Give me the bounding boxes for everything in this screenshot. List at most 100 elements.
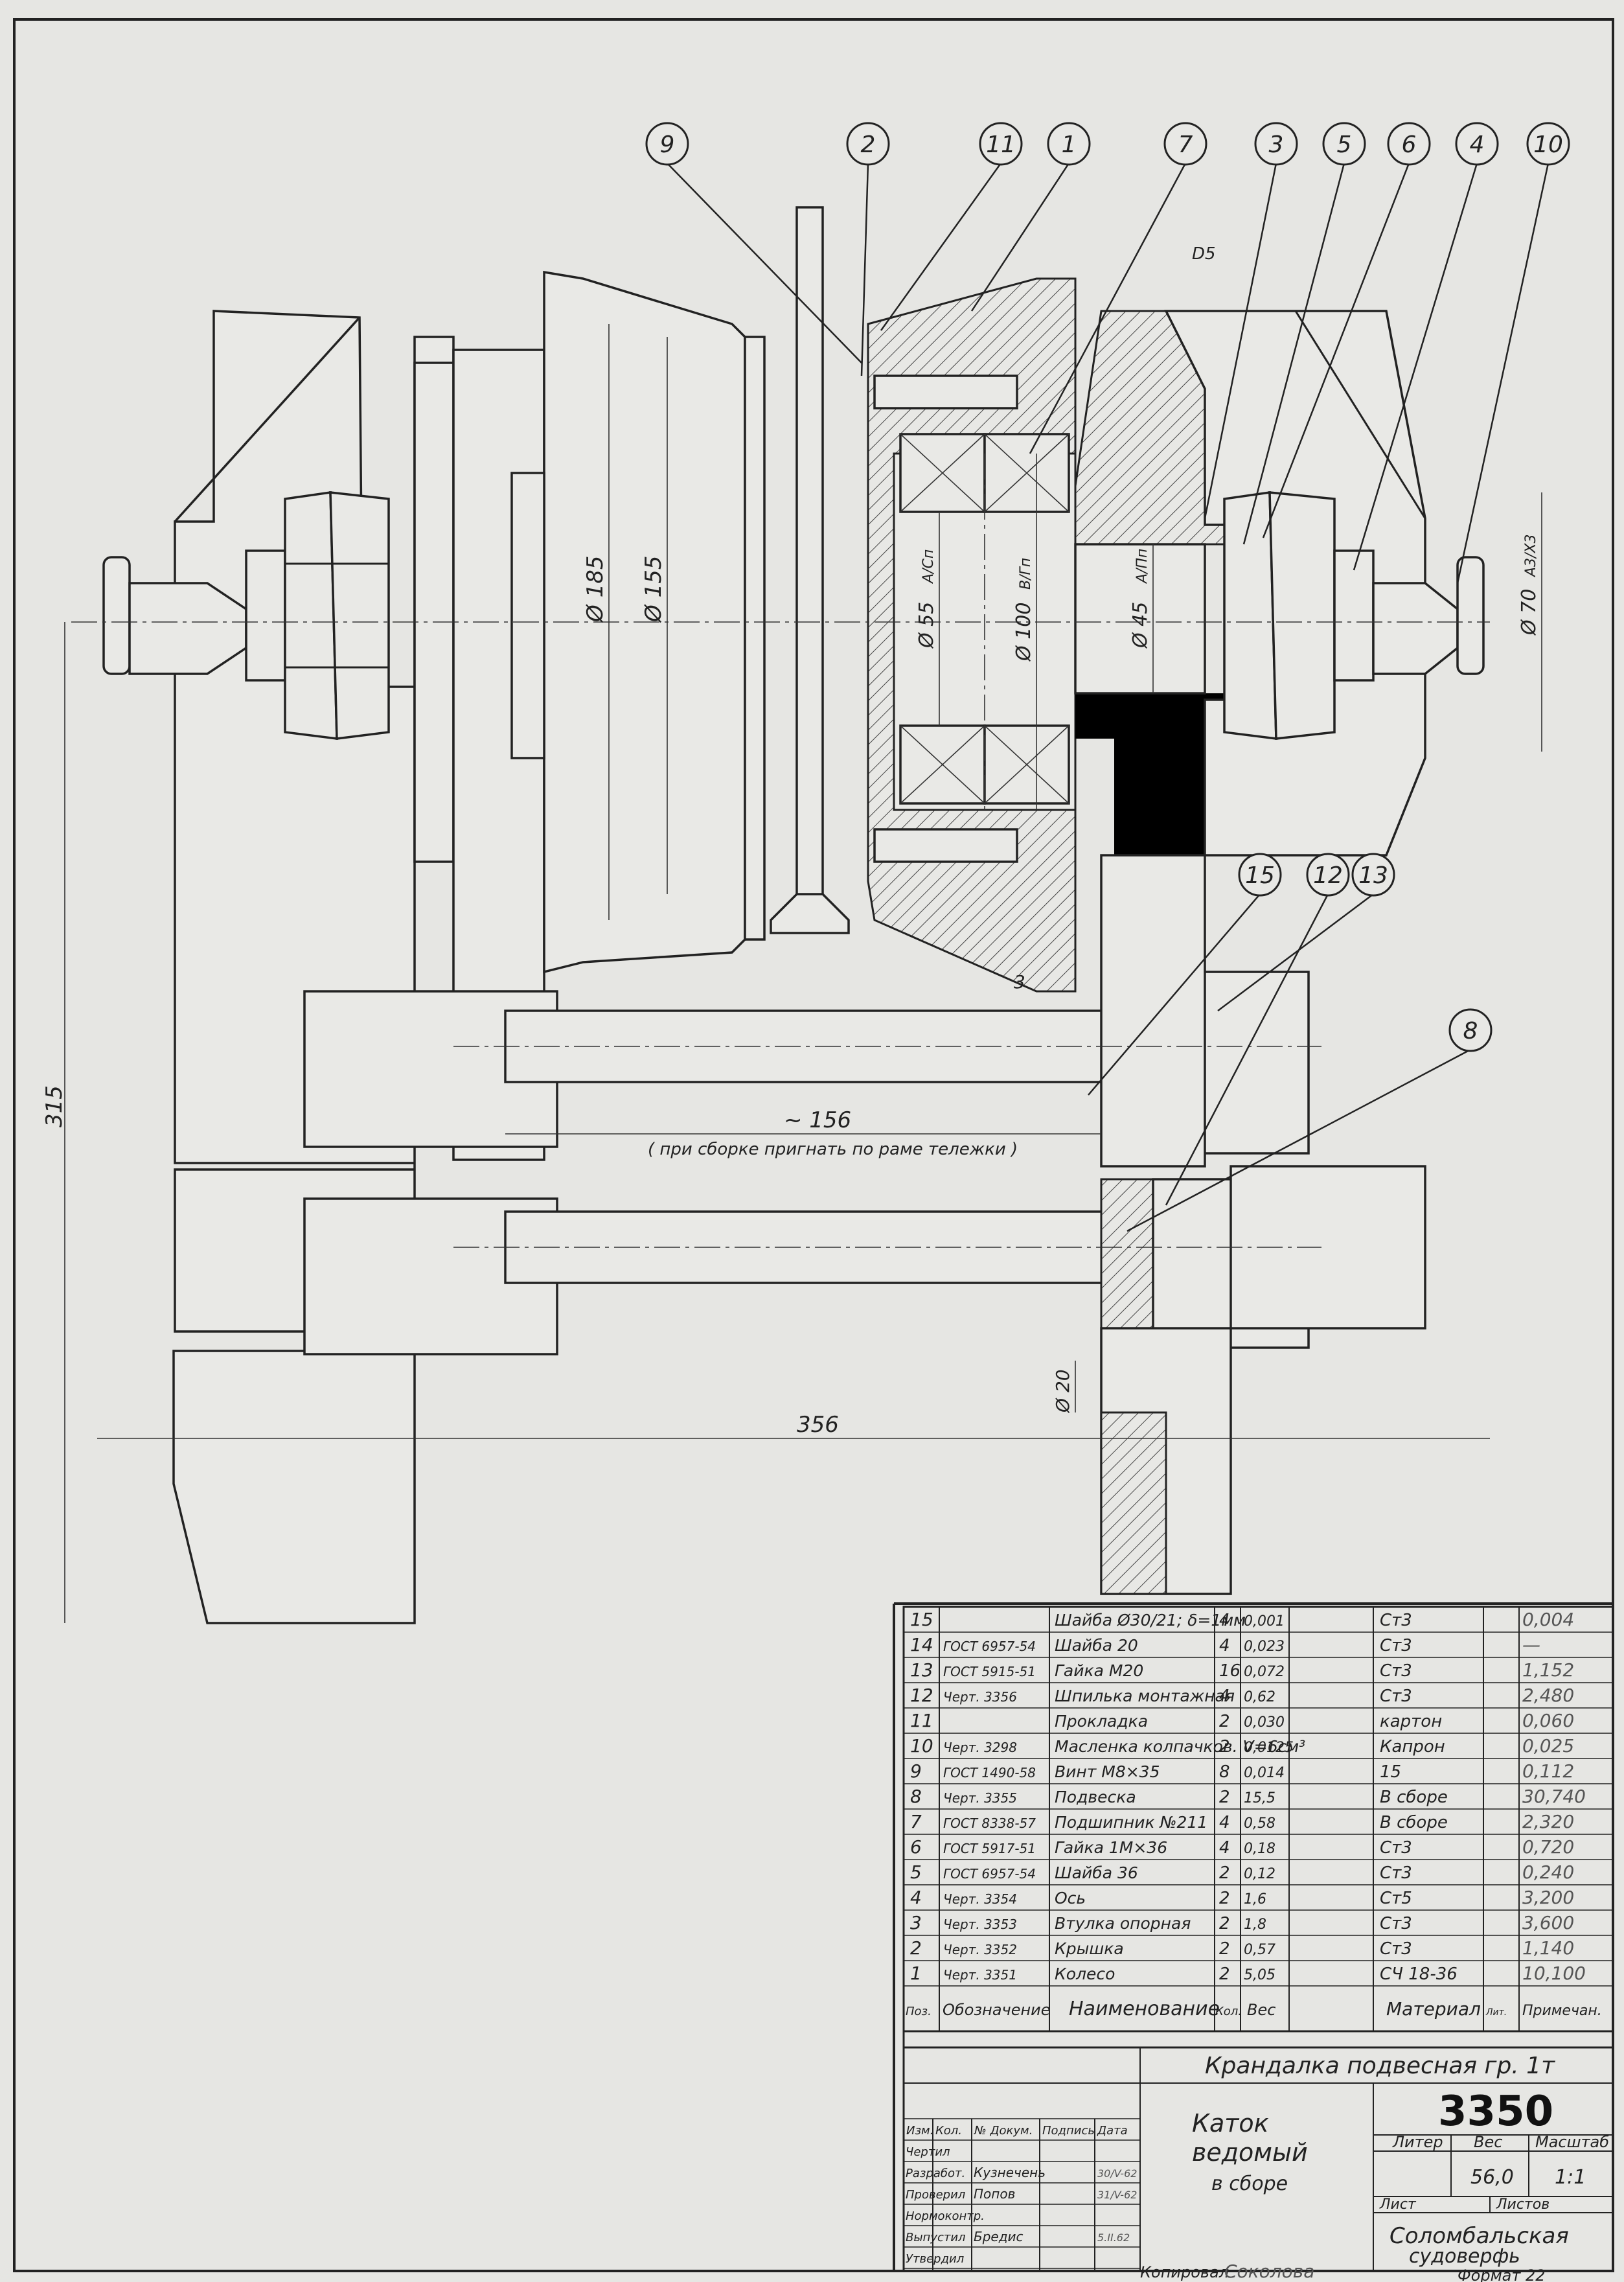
bom-designation: Черт. 3351 [943,1967,1017,1983]
bom-header: Поз. [906,2005,932,2018]
bom-note: 2,480 [1522,1685,1574,1706]
tb-role: Нормоконтр. [906,2209,985,2223]
bom-designation: Черт. 3356 [943,1689,1017,1705]
bom-pos: 1 [910,1963,922,1984]
leader-line [1029,163,1187,454]
bom-note: 30,740 [1522,1786,1586,1807]
left-oiler [102,556,131,675]
bom-weight: 0,58 [1244,1815,1275,1832]
bom-designation: Черт. 3353 [943,1917,1017,1932]
dim-315: 315 [41,1085,67,1127]
bom-name: Гайка М20 [1055,1661,1143,1680]
bom-pos: 14 [910,1634,933,1655]
bom-pos: 13 [910,1659,933,1681]
weight-value: 56,0 [1470,2166,1514,2189]
leader-line [1127,1048,1471,1232]
bom-material: Ст3 [1380,1914,1412,1933]
bom-designation: ГОСТ 6957-54 [943,1639,1036,1654]
bom-weight: 0,18 [1244,1841,1275,1857]
tb-role: Разработ. [906,2167,965,2180]
bom-name: Ось [1055,1889,1086,1907]
bom-qty: 4 [1219,1838,1230,1858]
bom-header: Примечан. [1522,2003,1602,2019]
tb-col-head: № Докум. [974,2124,1033,2138]
dim-d20: Ø 20 [1052,1369,1073,1413]
bom-pos: 11 [910,1710,933,1731]
balloon-label: 5 [1337,132,1352,158]
bom-qty: 8 [1219,1762,1230,1782]
leader-line [1262,163,1410,538]
dim-d100-fit: B/Гп [1018,558,1034,590]
tb-role: Утвердил [906,2252,964,2266]
leader-line [880,163,1002,331]
balloon-label: 12 [1313,862,1343,889]
tb-date: 31/V-62 [1097,2189,1137,2201]
bom-qty: 2 [1219,1914,1230,1933]
balloon-6 [1387,122,1431,166]
tb-col-head: Изм. [906,2124,933,2138]
bom-note: 0,025 [1522,1735,1574,1757]
sheet-label: Лист [1379,2196,1417,2213]
balloon-3 [1254,122,1298,166]
tb-role: Выпустил [906,2231,966,2244]
bom-material: Ст3 [1380,1636,1412,1655]
bom-name: Подшипник №211 [1055,1813,1207,1832]
right-nut-2 [1268,491,1336,740]
tb-role: Проверил [906,2188,965,2202]
bom-weight: 15,5 [1244,1790,1275,1806]
copied-label: Копировал [1140,2263,1229,2281]
dim-d155: Ø 155 [641,556,667,623]
scale-value: 1:1 [1555,2166,1586,2189]
bom-header: Материал [1386,1998,1481,2020]
balloon-4 [1455,122,1499,166]
bom-note: 2,320 [1522,1811,1574,1832]
bom-designation: ГОСТ 5917-51 [943,1841,1036,1856]
rail-foot [770,893,850,934]
bom-material: Ст3 [1380,1611,1412,1630]
bom-note: 1,152 [1522,1659,1574,1681]
balloon-label: 6 [1402,132,1417,158]
left-nut-2 [329,491,390,740]
leader-line [1217,893,1374,1011]
leader-line [1456,163,1550,584]
rail-web [795,206,824,921]
bom-pos: 2 [910,1937,922,1959]
bom-weight: 0,62 [1244,1689,1275,1705]
bom-note: 0,060 [1522,1710,1574,1731]
bom-designation: ГОСТ 6957-54 [943,1866,1036,1882]
bom-weight: 1,8 [1244,1917,1266,1933]
bom-name: Гайка 1М×36 [1055,1838,1167,1857]
left-nut-1 [284,490,338,740]
axle-mid [1074,543,1206,695]
format-label: Формат 22 [1458,2266,1546,2282]
bom-weight: 0,0125 [1244,1740,1294,1756]
bom-weight: 0,12 [1244,1866,1275,1882]
dim-d5: D5 [1192,244,1216,264]
leader-line [1353,163,1478,571]
bom-qty: 2 [1219,1889,1230,1908]
bom-weight: 0,030 [1244,1714,1285,1731]
bom-material: 15 [1380,1762,1401,1782]
bom-material: Ст5 [1380,1889,1412,1908]
bom-note: 1,140 [1522,1937,1574,1959]
bom-note: — [1522,1634,1540,1655]
bom-header: Кол. [1215,2005,1242,2018]
bom-material: В сборе [1380,1813,1448,1832]
balloon-1 [1047,122,1091,166]
leader-line [860,163,869,376]
bom-name: Масленка колпачков. V=6см³ [1055,1737,1305,1756]
scale-label: Масштаб [1535,2133,1609,2151]
dim-356: 356 [797,1412,839,1438]
bom-header: Лит. [1485,2007,1507,2018]
bom-designation: Черт. 3298 [943,1740,1017,1755]
bom-name: Винт М8×35 [1055,1762,1160,1781]
bom-material: Ст3 [1380,1863,1412,1883]
balloon-label: 8 [1463,1018,1478,1044]
part-name-2: ведомый [1192,2138,1308,2167]
balloon-7 [1163,122,1207,166]
balloon-2 [846,122,890,166]
tb-role: Чертил [906,2145,950,2159]
bom-note: 0,004 [1522,1609,1574,1630]
